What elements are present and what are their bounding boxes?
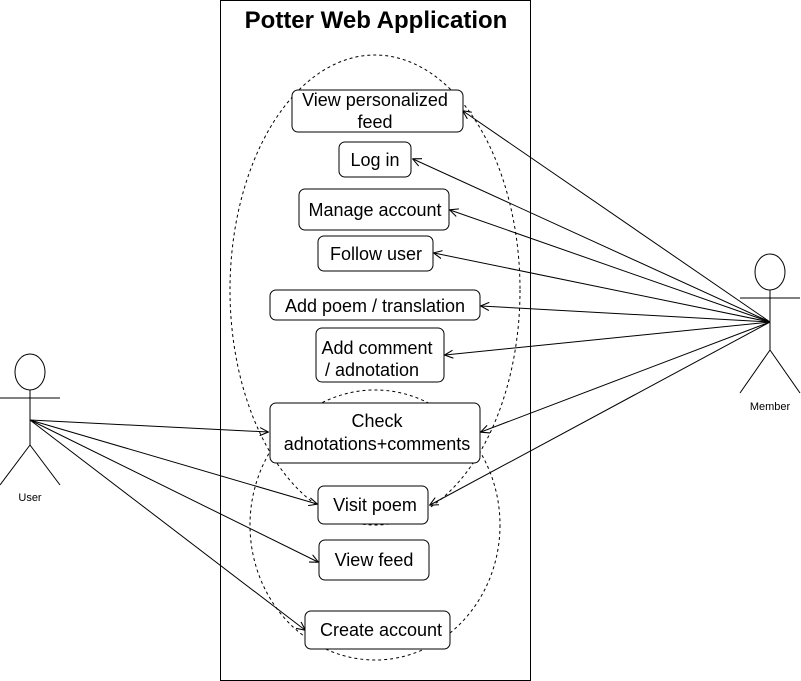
member-scope-ellipse [229, 54, 521, 526]
assoc-member-check-adnotations [481, 321, 771, 432]
system-title: Potter Web Application [245, 7, 508, 34]
use-case-check-adnotations-comments[interactable]: Check adnotations+comments [269, 402, 481, 464]
svg-text:Manage account: Manage account [308, 200, 441, 220]
svg-text:View personalized: View personalized [302, 90, 448, 110]
use-case-visit-poem[interactable]: Visit poem [317, 485, 429, 525]
assoc-member-view-personalized-feed [463, 111, 771, 323]
use-case-add-comment-adnotation[interactable]: Add comment / adnotation [315, 327, 445, 383]
assoc-member-log-in [413, 159, 771, 323]
member-actor-left-leg [739, 349, 771, 394]
member-actor-right-leg [769, 349, 801, 394]
svg-text:Check: Check [351, 411, 403, 431]
svg-text:View feed: View feed [335, 550, 414, 570]
member-actor-label: Member [750, 401, 791, 413]
user-actor[interactable] [0, 353, 61, 486]
member-associations [413, 111, 771, 505]
assoc-member-add-poem [481, 306, 771, 323]
assoc-user-check-adnotations [29, 419, 268, 432]
member-actor[interactable] [739, 253, 801, 394]
use-case-log-in[interactable]: Log in [338, 141, 412, 178]
use-case-view-personalized-feed[interactable]: View personalized feed [291, 89, 464, 133]
svg-text:Visit poem: Visit poem [333, 495, 417, 515]
assoc-member-visit-poem [430, 321, 771, 505]
assoc-user-create-account [29, 419, 305, 630]
svg-text:Create account: Create account [320, 620, 442, 640]
assoc-user-visit-poem [29, 419, 317, 504]
svg-text:Add poem / translation: Add poem / translation [285, 296, 465, 316]
assoc-member-manage-account [450, 210, 771, 323]
use-case-view-feed[interactable]: View feed [318, 539, 430, 581]
svg-text:feed: feed [357, 112, 392, 132]
use-case-follow-user[interactable]: Follow user [317, 235, 434, 272]
svg-text:Follow user: Follow user [330, 244, 422, 264]
use-case-create-account[interactable]: Create account [304, 610, 451, 650]
user-associations [29, 419, 318, 630]
user-scope-ellipse [249, 389, 501, 661]
assoc-member-follow-user [434, 253, 771, 323]
user-actor-left-leg [0, 444, 31, 486]
user-actor-right-leg [29, 444, 61, 486]
svg-text:adnotations+comments: adnotations+comments [284, 434, 471, 454]
use-case-manage-account[interactable]: Manage account [298, 188, 450, 231]
use-case-add-poem-translation[interactable]: Add poem / translation [269, 289, 481, 321]
user-actor-label: User [18, 492, 42, 504]
svg-text:Add comment: Add comment [321, 338, 432, 358]
user-actor-head [14, 353, 46, 391]
assoc-user-view-feed [29, 419, 318, 562]
svg-text:/ adnotation: / adnotation [325, 360, 419, 380]
svg-text:Log in: Log in [350, 150, 399, 170]
member-actor-head [754, 253, 786, 291]
assoc-member-add-comment [445, 321, 771, 355]
